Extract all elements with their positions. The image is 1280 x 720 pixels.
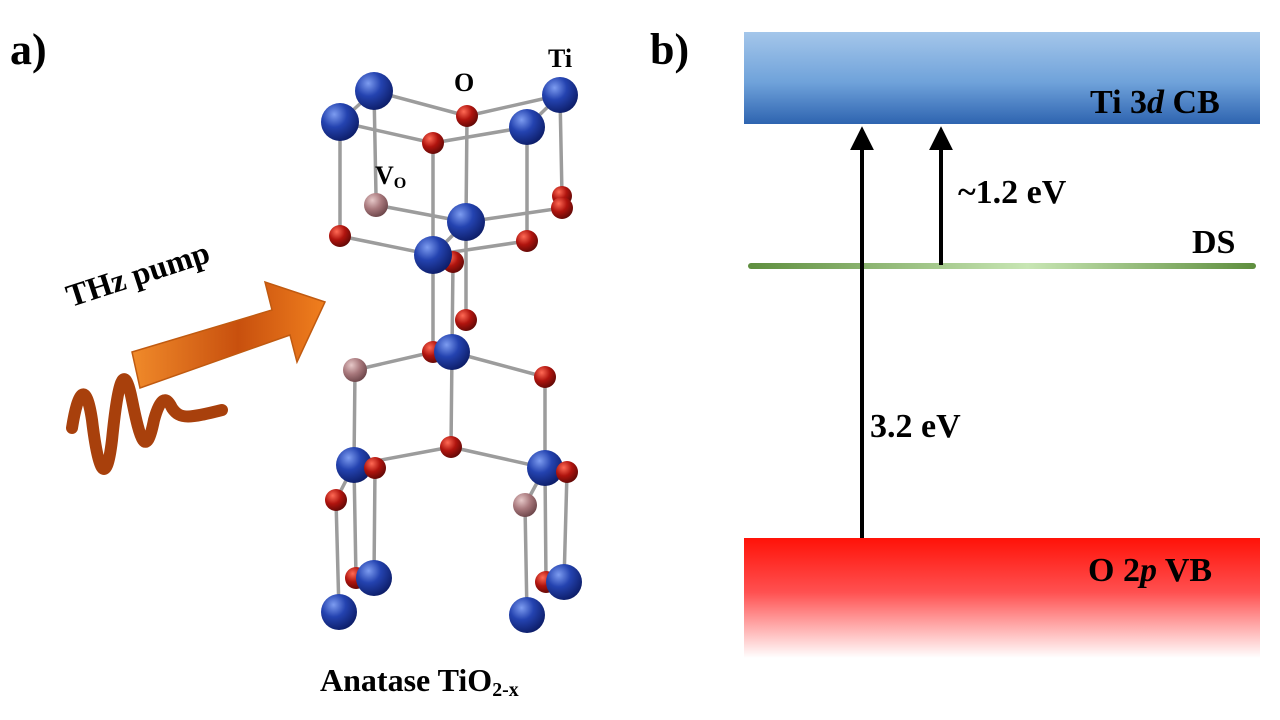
crystal-atoms [321, 72, 582, 633]
titanium-atom [447, 203, 485, 241]
titanium-atom [355, 72, 393, 110]
oxygen-vacancy-atom [364, 193, 388, 217]
vb-label-pre: O 2 [1088, 552, 1140, 589]
titanium-label: Ti [548, 44, 573, 73]
structure-title-main: Anatase TiO [320, 662, 493, 698]
cb-label-post: CB [1164, 84, 1220, 121]
oxygen-vacancy-label: VO [375, 163, 406, 192]
titanium-atom [321, 103, 359, 141]
oxygen-atom [364, 457, 386, 479]
oxygen-atom [325, 489, 347, 511]
conduction-band-label: Ti 3d CB [1090, 86, 1220, 120]
titanium-atom [542, 77, 578, 113]
cb-label-pre: Ti 3 [1090, 84, 1148, 121]
structure-title: Anatase TiO2-x [320, 664, 519, 701]
structure-title-subscript: 2-x [492, 678, 519, 701]
bandgap-label: 3.2 eV [870, 408, 961, 445]
oxygen-atom [551, 197, 573, 219]
titanium-atom [321, 594, 357, 630]
oxygen-vacancy-atom [513, 493, 537, 517]
conduction-band [744, 32, 1260, 124]
panel-a-label: a) [10, 25, 47, 74]
oxygen-atom [516, 230, 538, 252]
oxygen-atom [556, 461, 578, 483]
defect-gap-label: ~1.2 eV [958, 174, 1067, 211]
oxygen-label: O [454, 68, 475, 97]
oxygen-vacancy-atom [343, 358, 367, 382]
titanium-atom [434, 334, 470, 370]
oxygen-atom [456, 105, 478, 127]
vb-label-orbital: p [1139, 552, 1157, 589]
panel-b-label: b) [650, 25, 690, 74]
oxygen-vacancy-symbol: V [375, 161, 394, 190]
oxygen-atom [455, 309, 477, 331]
cb-label-orbital: d [1147, 84, 1165, 121]
defect-state-label: DS [1192, 224, 1236, 261]
oxygen-atom [440, 436, 462, 458]
oxygen-atom [534, 366, 556, 388]
valence-band-label: O 2p VB [1088, 554, 1212, 588]
titanium-atom [356, 560, 392, 596]
titanium-atom [546, 564, 582, 600]
oxygen-vacancy-subscript: O [393, 175, 407, 193]
titanium-atom [509, 109, 545, 145]
thz-wave-icon [66, 373, 228, 475]
vb-label-post: VB [1156, 552, 1213, 589]
titanium-atom [336, 447, 372, 483]
oxygen-atom [422, 132, 444, 154]
oxygen-atom [329, 225, 351, 247]
titanium-atom [414, 236, 452, 274]
thz-pump-arrow [131, 280, 327, 389]
titanium-atom [527, 450, 563, 486]
titanium-atom [509, 597, 545, 633]
valence-band [744, 538, 1260, 658]
defect-state-line [748, 263, 1256, 269]
